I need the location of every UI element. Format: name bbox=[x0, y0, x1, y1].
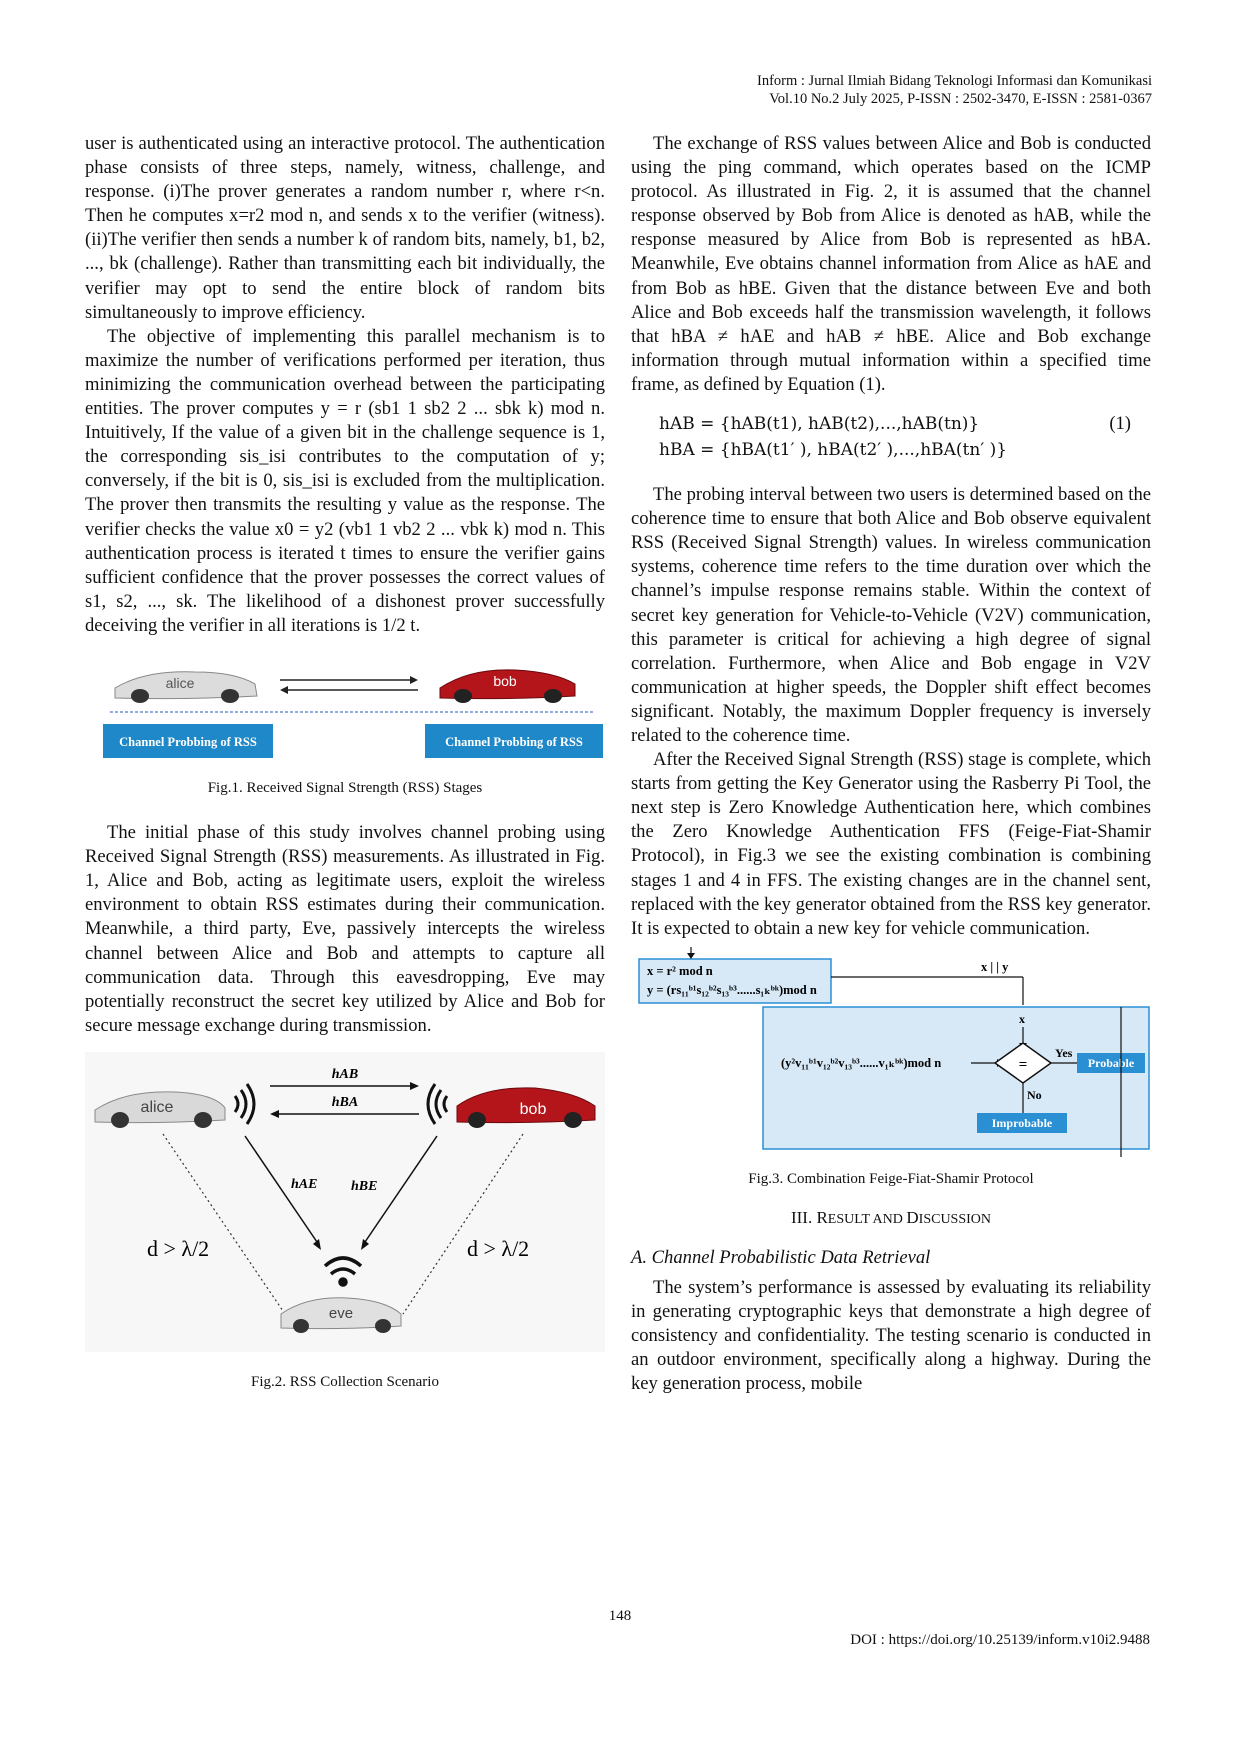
journal-title: Inform : Jurnal Ilmiah Bidang Teknologi … bbox=[757, 73, 1152, 89]
paragraph: The probing interval between two users i… bbox=[631, 484, 1151, 746]
fig3-commit-line: x = r² mod n bbox=[647, 964, 713, 978]
eve-car-icon bbox=[280, 1297, 402, 1333]
figure-caption: Fig.3. Combination Feige-Fiat-Shamir Pro… bbox=[748, 1170, 1034, 1187]
distance-label-left: d > λ/2 bbox=[147, 1236, 209, 1261]
fig3-diagram: x = r² mod n y = (rs₁₁ᵇ¹s₁₂ᵇ²s₁₃ᵇ³......… bbox=[638, 946, 1150, 1157]
hAB-label: hAB bbox=[332, 1067, 358, 1082]
fig3-eq-sign: = bbox=[1019, 1057, 1028, 1073]
fig1-box-left-label: Channel Probbing of RSS bbox=[119, 735, 257, 749]
distance-label-right: d > λ/2 bbox=[467, 1236, 529, 1261]
wifi-signal-icon bbox=[426, 1083, 449, 1125]
equation-line: hAB = {hAB(t1), hAB(t2),...,hAB(tn)} bbox=[659, 414, 980, 435]
probable-box bbox=[1077, 1052, 1145, 1073]
equation-1: hAB = {hAB(t1), hAB(t2),...,hAB(tn)} hBA… bbox=[631, 409, 1151, 467]
equation-number: (1) bbox=[1109, 413, 1131, 435]
alice-label: alice bbox=[166, 675, 195, 691]
wifi-signal-icon bbox=[233, 1083, 256, 1125]
journal-volume: Vol.10 No.2 July 2025, P-ISSN : 2502-347… bbox=[769, 91, 1152, 107]
right-column: The exchange of RSS values between Alice… bbox=[631, 132, 1151, 1397]
equation-line: hBA = {hBA(t1′ ), hBA(t2′ ),...,hBA(tn′ … bbox=[659, 440, 1008, 461]
figure-caption: Fig.1. Received Signal Strength (RSS) St… bbox=[207, 780, 483, 797]
fig3-xy-label: x | | y bbox=[981, 960, 1009, 974]
fig1-diagram: alice bob Channel Probbing of RSS Channe… bbox=[103, 669, 603, 758]
bob-car-icon bbox=[439, 669, 576, 703]
prover-box bbox=[638, 958, 832, 1004]
wifi-icon bbox=[323, 1256, 363, 1287]
fig3-probable-label: Probable bbox=[1088, 1056, 1135, 1070]
paragraph: user is authenticated using an interacti… bbox=[85, 133, 605, 323]
paragraph: The system’s performance is assessed by … bbox=[631, 1277, 1151, 1395]
paragraph: The exchange of RSS values between Alice… bbox=[631, 133, 1151, 395]
page-number: 148 bbox=[608, 1608, 632, 1624]
alice-label: alice bbox=[141, 1099, 174, 1116]
hBE-label: hBE bbox=[351, 1179, 377, 1194]
paragraph: The initial phase of this study involves… bbox=[85, 822, 605, 1036]
fig1-box-right bbox=[425, 723, 603, 758]
eve-label: eve bbox=[329, 1305, 353, 1322]
paragraph: After the Received Signal Strength (RSS)… bbox=[631, 749, 1151, 939]
fig3-yes-label: Yes bbox=[1055, 1046, 1073, 1060]
figure-caption: Fig.2. RSS Collection Scenario bbox=[251, 1374, 439, 1390]
fig3-improbable-label: Improbable bbox=[992, 1116, 1053, 1130]
figure-2: alice bob hAB hBA bbox=[85, 1051, 605, 1391]
figure-3: x = r² mod n y = (rs₁₁ᵇ¹s₁₂ᵇ²s₁₃ᵇ³......… bbox=[631, 946, 1151, 1188]
improbable-box bbox=[977, 1112, 1067, 1133]
verifier-box bbox=[762, 1006, 1150, 1150]
fig3-x-label: x bbox=[1019, 1012, 1025, 1026]
fig3-no-label: No bbox=[1027, 1088, 1042, 1102]
doi-footer: DOI : https://doi.org/10.25139/inform.v1… bbox=[850, 1632, 1150, 1648]
section-heading: III. RESULT AND DISCUSSION bbox=[790, 1207, 992, 1227]
running-header: Inform : Jurnal Ilmiah Bidang Teknologi … bbox=[757, 72, 1152, 108]
alice-car-icon bbox=[94, 1091, 226, 1128]
bob-car-icon bbox=[456, 1087, 596, 1128]
alice-car-icon bbox=[114, 671, 258, 703]
fig1-box-right-label: Channel Probbing of RSS bbox=[445, 735, 583, 749]
left-column: user is authenticated using an interacti… bbox=[85, 132, 605, 1391]
fig1-box-left bbox=[103, 723, 273, 758]
bob-label: bob bbox=[493, 673, 517, 689]
fig3-verify-expr: (y²v₁₁ᵇ¹v₁₂ᵇ²v₁₃ᵇ³......v₁ₖᵇᵏ)mod n bbox=[781, 1056, 941, 1070]
fig2-diagram: alice bob hAB hBA bbox=[85, 1051, 605, 1352]
fig3-response-line: y = (rs₁₁ᵇ¹s₁₂ᵇ²s₁₃ᵇ³......s₁ₖᵇᵏ)mod n bbox=[647, 983, 817, 997]
hBA-label: hBA bbox=[332, 1095, 358, 1110]
subsection-heading: A. Channel Probabilistic Data Retrieval bbox=[631, 1247, 931, 1268]
hAE-label: hAE bbox=[291, 1177, 317, 1192]
paragraph: The objective of implementing this paral… bbox=[85, 325, 605, 636]
figure-1: alice bob Channel Probbing of RSS Channe… bbox=[85, 658, 605, 797]
bob-label: bob bbox=[520, 1101, 547, 1118]
